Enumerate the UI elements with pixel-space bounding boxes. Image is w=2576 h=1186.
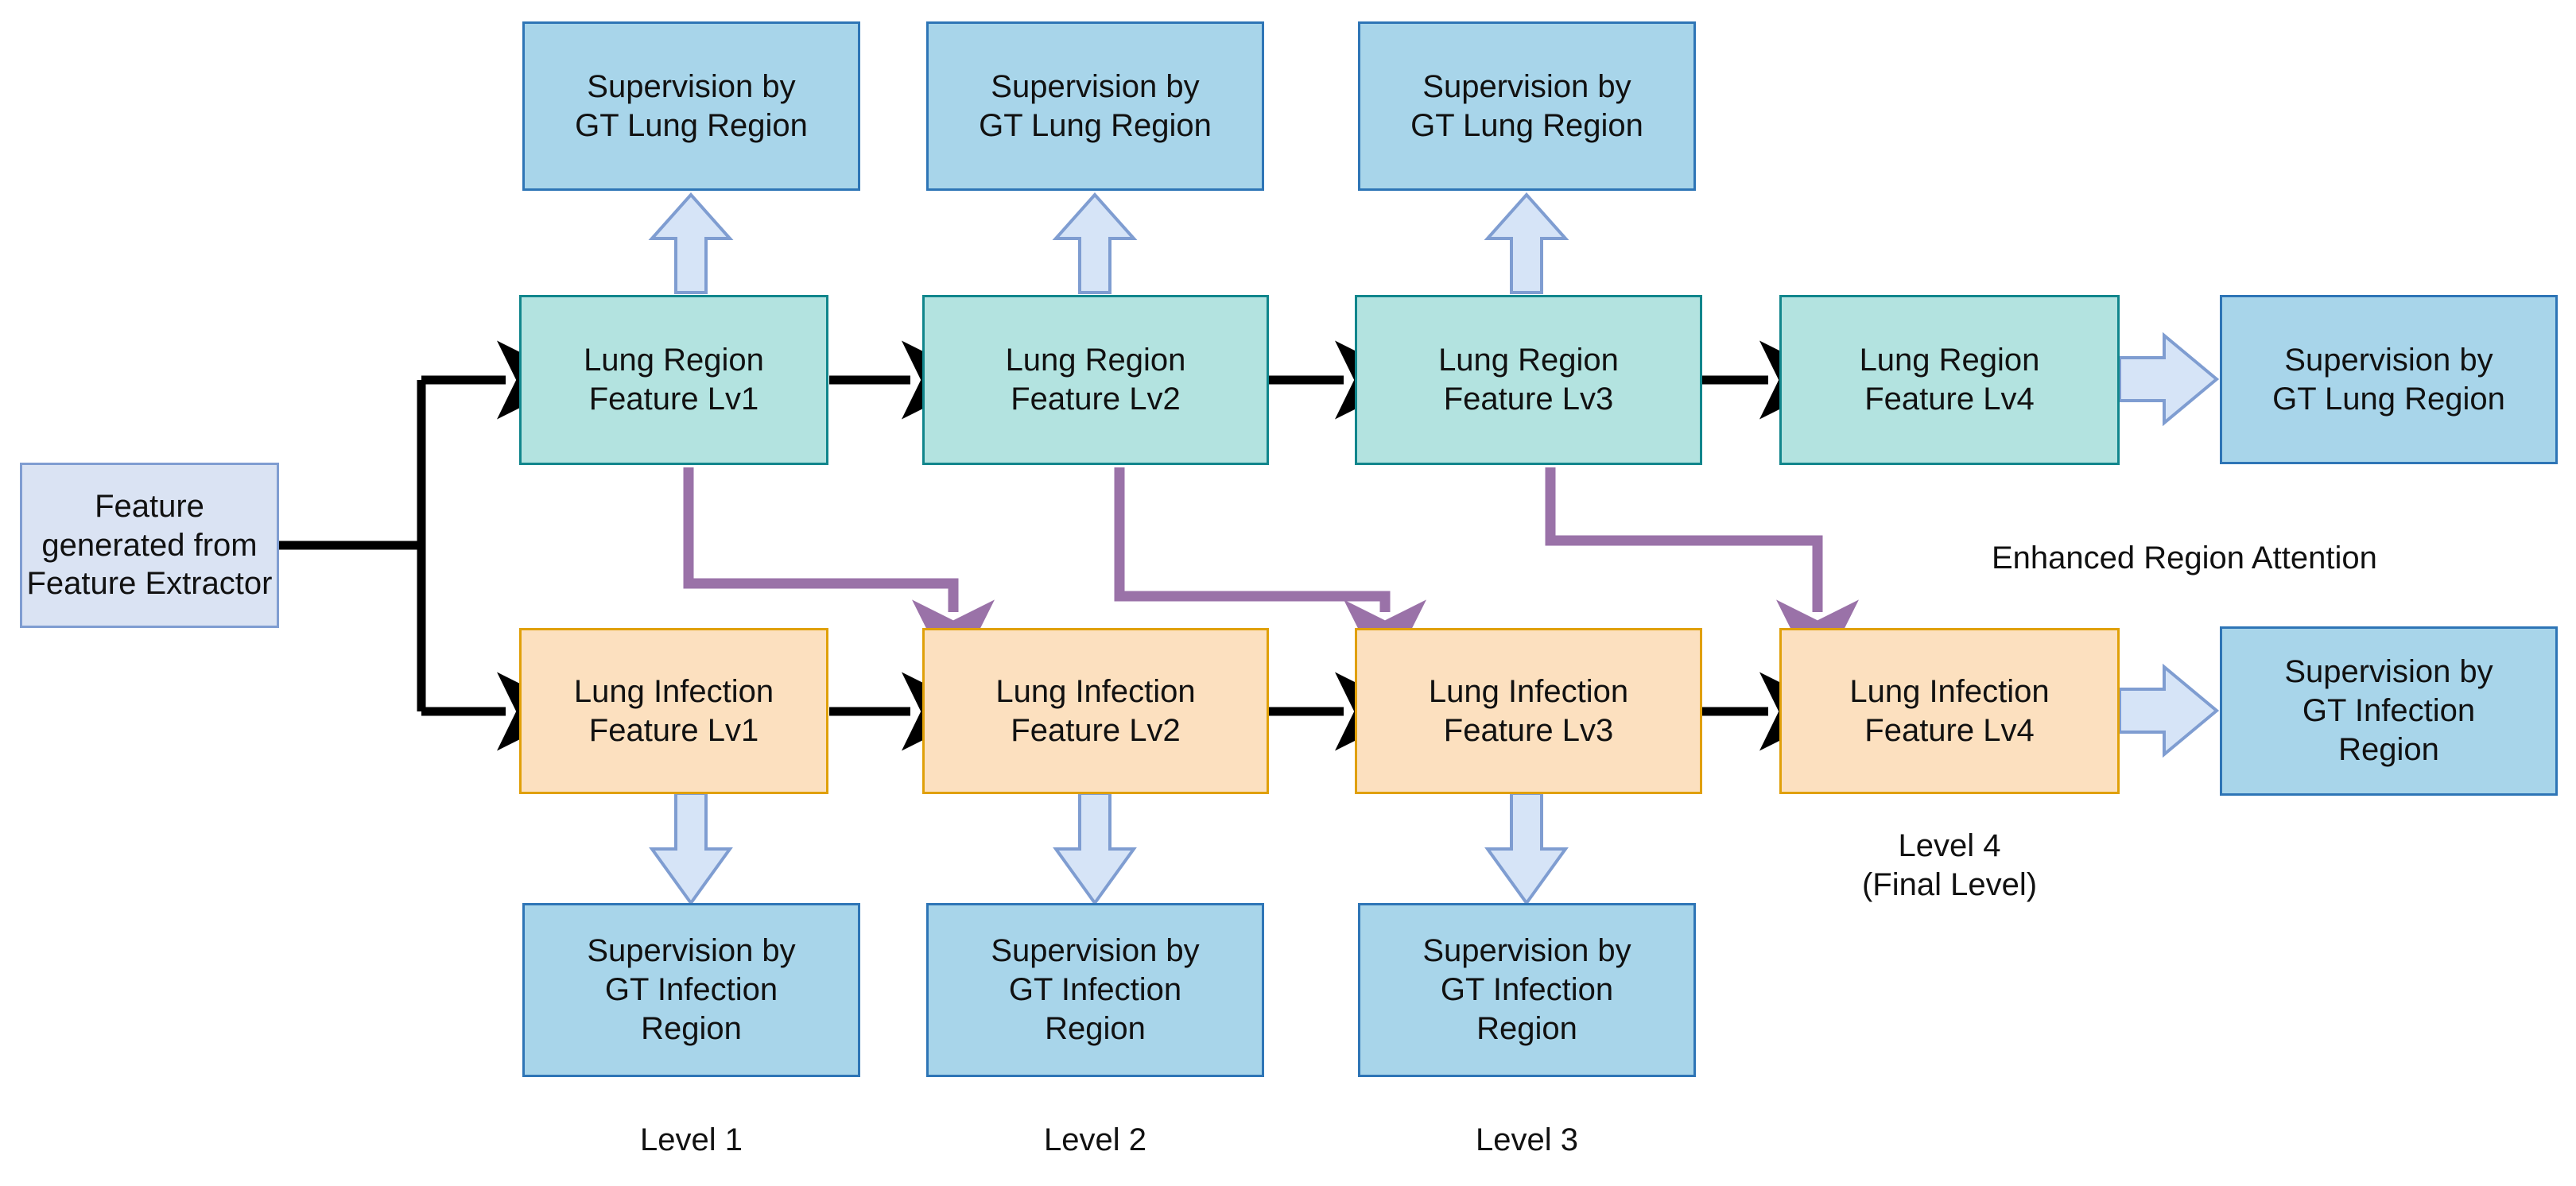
block-arrow-right-infection [2118, 663, 2220, 758]
lung-region-feature-lv3[interactable]: Lung Region Feature Lv3 [1355, 295, 1702, 465]
input-feature-box[interactable]: Feature generated from Feature Extractor [20, 463, 279, 628]
level-label-1: Level 1 [640, 1122, 743, 1157]
lung-infection-feature-lv4[interactable]: Lung Infection Feature Lv4 [1779, 628, 2120, 794]
block-arrow-right-region [2118, 331, 2220, 427]
block-arrow-down-lv2 [1053, 792, 1137, 906]
lung-infection-feature-lv1[interactable]: Lung Infection Feature Lv1 [519, 628, 828, 794]
block-arrow-down-group [649, 792, 1569, 906]
block-arrow-up-group [648, 192, 1569, 294]
block-arrow-down-lv1 [649, 792, 733, 906]
enhanced-region-attention-connectors [683, 467, 1859, 683]
bottom-supervision-lv3[interactable]: Supervision by GT Infection Region [1358, 903, 1696, 1077]
lung-infection-feature-lv2[interactable]: Lung Infection Feature Lv2 [922, 628, 1269, 794]
block-arrow-up-lv2 [1052, 192, 1138, 294]
final-level-label: Level 4 (Final Level) [1861, 828, 2038, 902]
top-supervision-lv1[interactable]: Supervision by GT Lung Region [522, 21, 860, 191]
level-label-3: Level 3 [1476, 1122, 1578, 1157]
block-arrow-up-lv3 [1484, 192, 1569, 294]
block-arrow-down-lv3 [1484, 792, 1569, 906]
lung-region-feature-lv1[interactable]: Lung Region Feature Lv1 [519, 295, 828, 465]
right-supervision-lung-region[interactable]: Supervision by GT Lung Region [2220, 295, 2558, 464]
enhanced-region-attention-label: Enhanced Region Attention [1992, 541, 2377, 576]
lung-region-feature-lv2[interactable]: Lung Region Feature Lv2 [922, 295, 1269, 465]
bottom-supervision-lv1[interactable]: Supervision by GT Infection Region [522, 903, 860, 1077]
input-split-connector [278, 340, 576, 751]
right-supervision-infection[interactable]: Supervision by GT Infection Region [2220, 626, 2558, 796]
block-arrow-up-lv1 [648, 192, 734, 294]
top-supervision-lv3[interactable]: Supervision by GT Lung Region [1358, 21, 1696, 191]
bottom-supervision-lv2[interactable]: Supervision by GT Infection Region [926, 903, 1264, 1077]
top-supervision-lv2[interactable]: Supervision by GT Lung Region [926, 21, 1264, 191]
lung-infection-feature-lv3[interactable]: Lung Infection Feature Lv3 [1355, 628, 1702, 794]
level-label-2: Level 2 [1044, 1122, 1146, 1157]
lung-region-feature-lv4[interactable]: Lung Region Feature Lv4 [1779, 295, 2120, 465]
